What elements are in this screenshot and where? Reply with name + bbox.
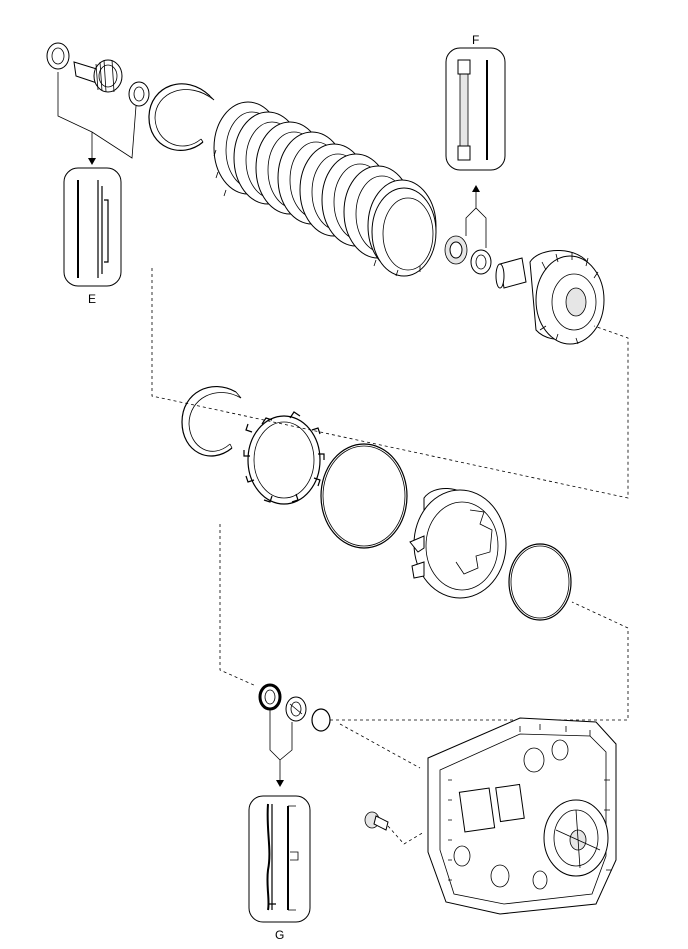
small-o-ring	[311, 708, 331, 732]
return-spring-retainer	[243, 411, 325, 505]
leader-arrow-e	[88, 158, 96, 165]
thrust-washer-upper	[46, 42, 70, 70]
bolt	[364, 811, 425, 845]
leader-arrow-f	[472, 185, 480, 192]
thrust-bearing	[444, 235, 468, 265]
leader-line-f	[465, 190, 487, 248]
clutch-drum	[495, 250, 605, 345]
leader-line-g	[269, 710, 293, 782]
snap-ring-middle	[181, 386, 242, 457]
callout-label-f: F	[472, 33, 480, 47]
clutch-piston	[409, 488, 507, 599]
seal-washer	[285, 696, 307, 722]
detail-box-g	[248, 795, 311, 923]
oil-seal	[258, 683, 282, 711]
assembly-guide-line-2	[219, 524, 629, 721]
o-ring-large	[320, 443, 408, 549]
detail-box-f	[445, 47, 506, 171]
transmission-case	[427, 717, 617, 915]
assembly-guide-line-1	[151, 268, 629, 499]
leader-arrow-g	[276, 780, 284, 787]
bearing-race	[470, 249, 492, 275]
detail-box-e	[63, 167, 122, 287]
assembly-guide-line-3	[339, 723, 421, 769]
callout-label-e: E	[88, 292, 97, 306]
thrust-washer-small	[128, 81, 150, 107]
gear-shaft	[73, 59, 123, 93]
clutch-pack	[213, 101, 437, 277]
snap-ring-upper	[148, 83, 215, 151]
o-ring-small	[508, 543, 572, 621]
leader-line-e	[57, 72, 137, 160]
callout-label-g: G	[275, 928, 285, 942]
